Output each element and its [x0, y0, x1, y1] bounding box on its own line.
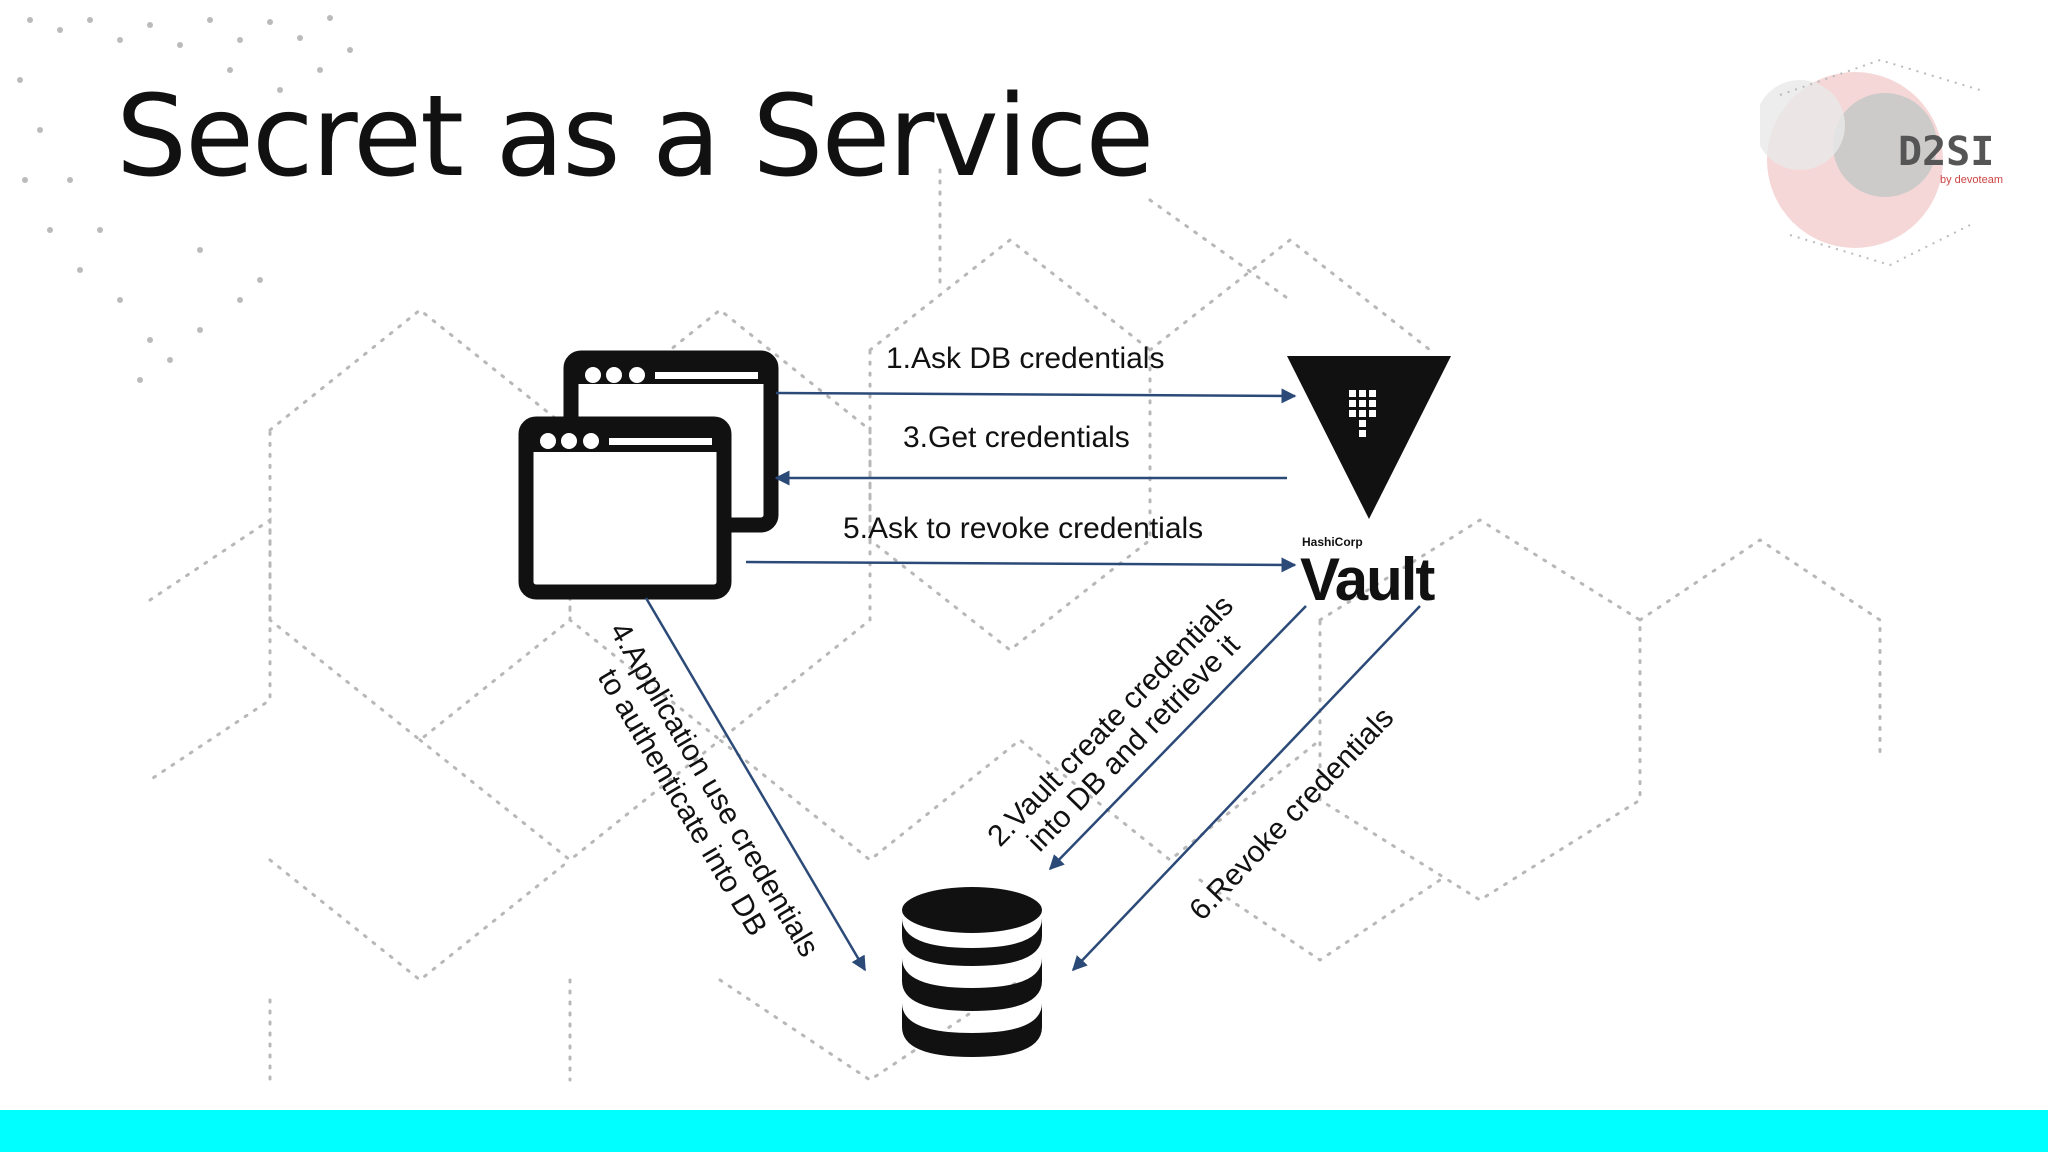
arrow-step6: [1071, 605, 1421, 972]
slide-title: Secret as a Service: [116, 72, 1154, 202]
vault-triangle-icon: [1287, 356, 1451, 519]
step4-label-line1: 4.Application use credentials: [603, 617, 825, 963]
vault-company-label: HashiCorp: [1302, 535, 1363, 549]
bottom-accent-bar: [0, 1110, 2048, 1152]
arrow-step5: [745, 557, 1297, 573]
arrow-step2: [1048, 605, 1307, 871]
arrow-step4: [644, 597, 867, 972]
d2si-logo-text: D2SI: [1898, 129, 1994, 175]
arrow-step1: [775, 388, 1297, 404]
database-icon: [902, 887, 1042, 1057]
vault-name-label: Vault: [1300, 546, 1435, 613]
d2si-logo-tagline: by devoteam: [1940, 174, 2003, 186]
vault-logo: HashiCorp Vault: [1287, 356, 1451, 613]
diagram: HashiCorp Vault 1.Ask DB credentials 3.G…: [518, 342, 1451, 1057]
step5-label: 5.Ask to revoke credentials: [843, 512, 1203, 545]
d2si-logo: D2SI by devoteam: [1760, 58, 2003, 267]
step6-label: 6.Revoke credentials: [1183, 701, 1400, 927]
step1-label: 1.Ask DB credentials: [886, 342, 1164, 375]
step3-label: 3.Get credentials: [903, 421, 1130, 454]
browser-windows-icon: [518, 350, 779, 600]
step2-label-line1: 2.Vault create credentials: [981, 589, 1240, 853]
